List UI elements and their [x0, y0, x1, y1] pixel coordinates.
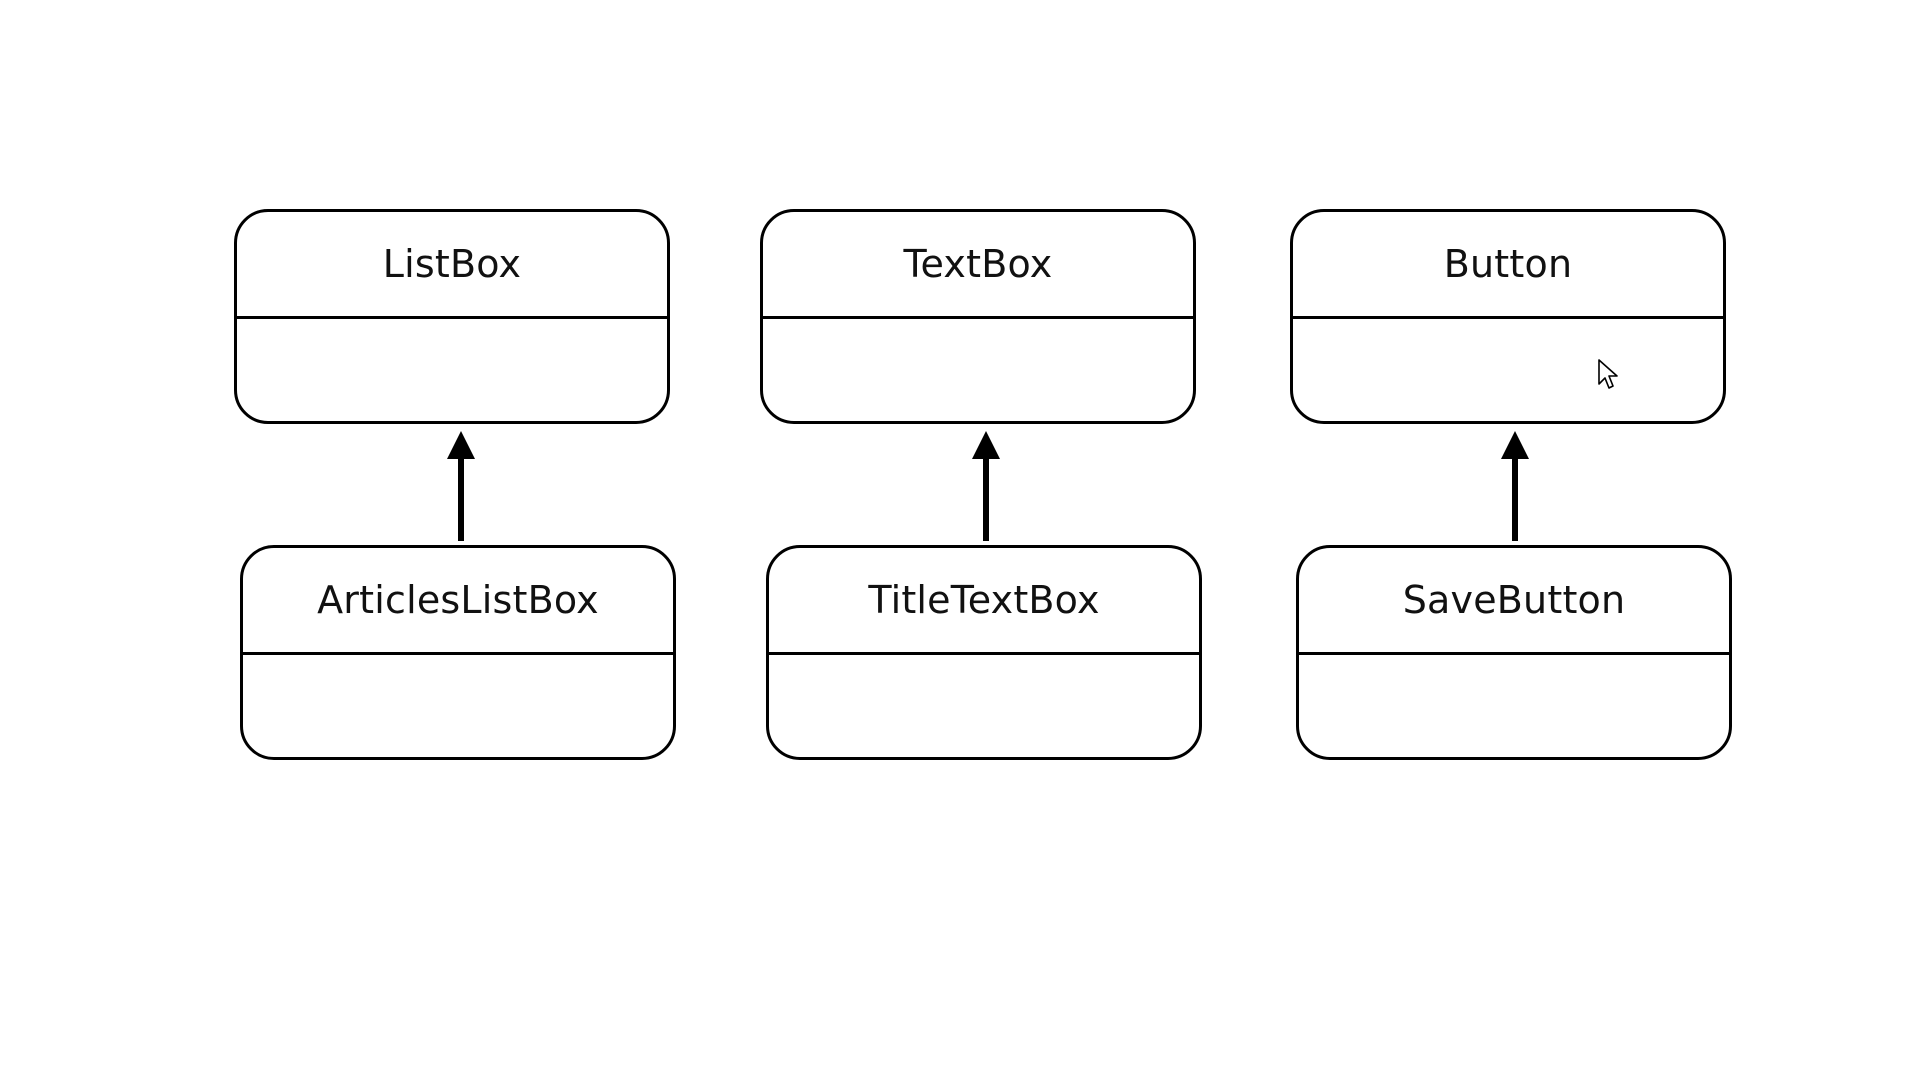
class-name: ListBox — [382, 242, 522, 286]
inheritance-arrow-listbox[interactable] — [447, 431, 475, 541]
class-members — [243, 655, 673, 757]
compartment-divider — [237, 316, 667, 319]
class-button[interactable]: Button — [1290, 209, 1726, 424]
class-articles-listbox[interactable]: ArticlesListBox — [240, 545, 676, 760]
mouse-pointer-icon — [1598, 359, 1618, 389]
class-members — [763, 319, 1193, 421]
class-name: ArticlesListBox — [317, 578, 599, 622]
class-name: SaveButton — [1402, 578, 1626, 622]
class-listbox[interactable]: ListBox — [234, 209, 670, 424]
class-title-textbox[interactable]: TitleTextBox — [766, 545, 1202, 760]
class-name: TextBox — [903, 242, 1053, 286]
class-name: TitleTextBox — [868, 578, 1100, 622]
class-members — [1293, 319, 1723, 421]
inheritance-arrow-button[interactable] — [1501, 431, 1529, 541]
class-textbox[interactable]: TextBox — [760, 209, 1196, 424]
class-members — [237, 319, 667, 421]
class-members — [1299, 655, 1729, 757]
class-name: Button — [1443, 242, 1573, 286]
compartment-divider — [243, 652, 673, 655]
class-members — [769, 655, 1199, 757]
compartment-divider — [1299, 652, 1729, 655]
class-save-button[interactable]: SaveButton — [1296, 545, 1732, 760]
compartment-divider — [763, 316, 1193, 319]
compartment-divider — [1293, 316, 1723, 319]
inheritance-arrow-textbox[interactable] — [972, 431, 1000, 541]
compartment-divider — [769, 652, 1199, 655]
